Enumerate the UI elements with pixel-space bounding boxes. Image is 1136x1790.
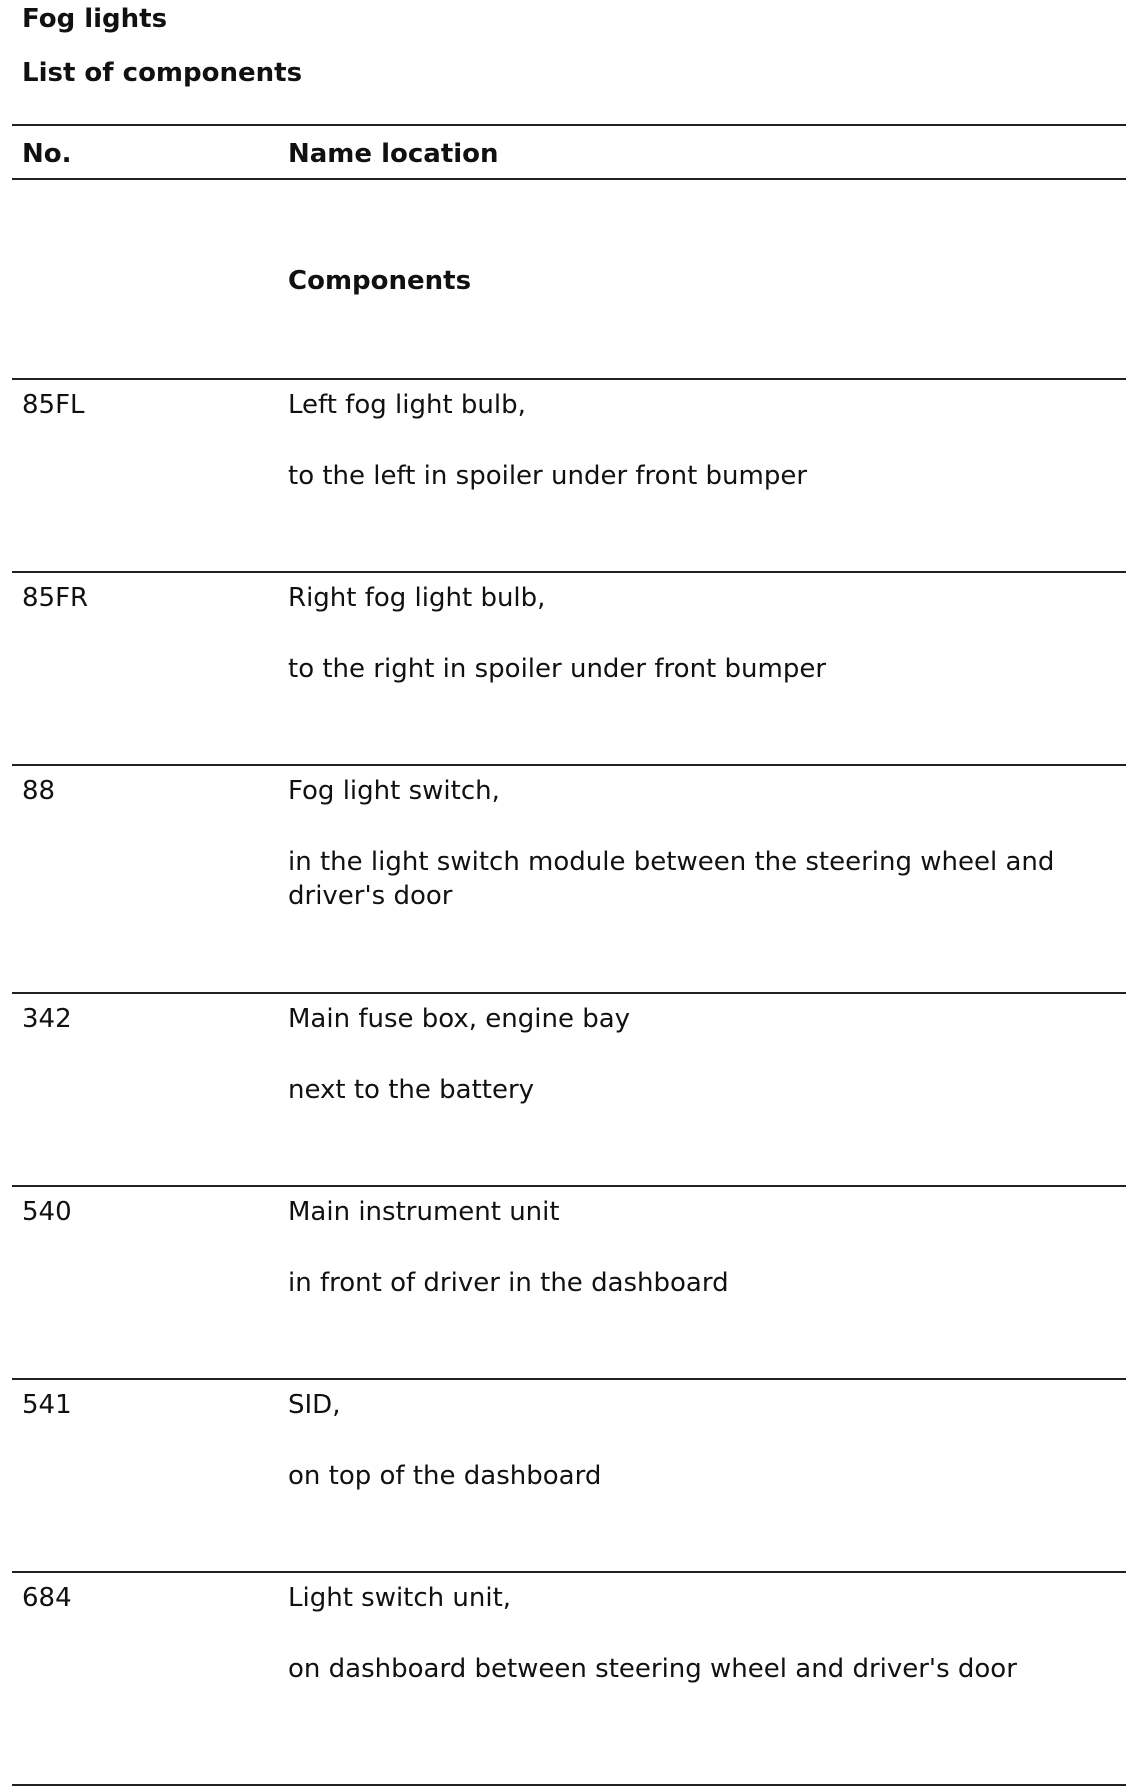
component-number: 85FR bbox=[22, 583, 89, 613]
column-header-no: No. bbox=[22, 139, 72, 169]
component-number: 684 bbox=[22, 1583, 72, 1613]
table-header-rule bbox=[12, 178, 1126, 180]
table-row: 540 Main instrument unit in front of dri… bbox=[0, 1185, 1136, 1377]
component-name: Left fog light bulb, bbox=[288, 390, 526, 420]
table-row: 85FL Left fog light bulb, to the left in… bbox=[0, 378, 1136, 570]
component-location: on top of the dashboard bbox=[288, 1461, 602, 1491]
table-row: 541 SID, on top of the dashboard bbox=[0, 1378, 1136, 1570]
component-number: 88 bbox=[22, 776, 56, 806]
component-name: Fog light switch, bbox=[288, 776, 500, 806]
component-name: SID, bbox=[288, 1390, 341, 1420]
component-location: in the light switch module between the s… bbox=[288, 847, 1055, 911]
component-location: next to the battery bbox=[288, 1075, 535, 1105]
table-row: 88 Fog light switch, in the light switch… bbox=[0, 764, 1136, 992]
table-row: 342 Main fuse box, engine bay next to th… bbox=[0, 992, 1136, 1184]
row-divider bbox=[12, 378, 1126, 380]
component-location: to the right in spoiler under front bump… bbox=[288, 654, 827, 684]
row-divider bbox=[12, 1185, 1126, 1187]
component-location: to the left in spoiler under front bumpe… bbox=[288, 461, 808, 491]
row-divider bbox=[12, 1378, 1126, 1380]
row-divider bbox=[12, 764, 1126, 766]
section-label-components: Components bbox=[288, 266, 472, 296]
document-subtitle: List of components bbox=[22, 58, 303, 88]
column-header-name-location: Name location bbox=[288, 139, 499, 169]
component-location: in front of driver in the dashboard bbox=[288, 1268, 729, 1298]
component-number: 541 bbox=[22, 1390, 72, 1420]
component-number: 85FL bbox=[22, 390, 85, 420]
row-divider bbox=[12, 571, 1126, 573]
component-number: 540 bbox=[22, 1197, 72, 1227]
component-name: Main fuse box, engine bay bbox=[288, 1004, 631, 1034]
row-divider bbox=[12, 1571, 1126, 1573]
component-location: on dashboard between steering wheel and … bbox=[288, 1654, 1017, 1684]
document-title: Fog lights bbox=[22, 4, 168, 34]
component-number: 342 bbox=[22, 1004, 72, 1034]
component-name: Light switch unit, bbox=[288, 1583, 512, 1613]
table-row: 684 Light switch unit, on dashboard betw… bbox=[0, 1571, 1136, 1771]
table-bottom-rule bbox=[12, 1784, 1126, 1786]
component-name: Right fog light bulb, bbox=[288, 583, 546, 613]
component-name: Main instrument unit bbox=[288, 1197, 560, 1227]
table-row: 85FR Right fog light bulb, to the right … bbox=[0, 571, 1136, 763]
table-top-rule bbox=[12, 124, 1126, 126]
row-divider bbox=[12, 992, 1126, 994]
